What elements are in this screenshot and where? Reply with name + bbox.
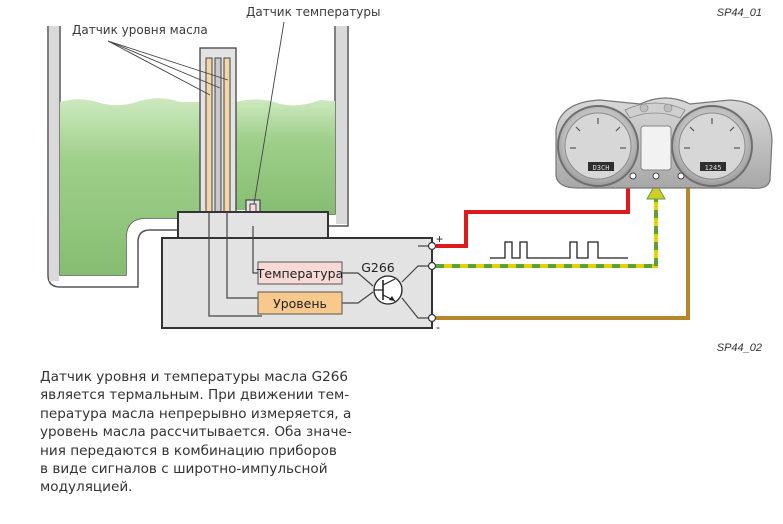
transistor-symbol-icon <box>373 275 403 305</box>
signal-arrow-icon <box>646 181 666 200</box>
ref-bottom: SP44_02 <box>717 342 762 354</box>
level-sensor-probe <box>199 47 237 221</box>
signal-wire <box>436 196 658 268</box>
caption-line: модуляцией. <box>40 479 133 496</box>
terminals <box>427 241 437 323</box>
caption-line: уровень масла рассчитывается. Оба значе- <box>40 424 352 441</box>
instrument-cluster-icon <box>555 97 773 189</box>
minus-wire <box>436 178 690 320</box>
level-box-label: Уровень <box>273 296 327 311</box>
caption-text: Датчик уровня и температуры масла G266 я… <box>40 368 380 497</box>
minus-terminal-label: - <box>436 320 440 334</box>
oil-level-callout-lines <box>107 40 229 96</box>
caption-line: в виде сигналов с широтно-импульсной <box>40 461 328 478</box>
temperature-callout-line <box>253 21 285 205</box>
temperature-box <box>257 261 343 285</box>
caption-line: ния передаются в комбинацию приборов <box>40 442 337 459</box>
caption-line: является термальным. При движении тем- <box>40 387 350 404</box>
cluster-display-right: 1245 <box>705 164 722 172</box>
cluster-display-left: D3CH <box>593 164 610 172</box>
ref-top: SP44_01 <box>717 7 762 19</box>
level-box <box>257 291 343 315</box>
caption-line: Датчик уровня и температуры масла G266 <box>40 369 349 385</box>
component-label: G266 <box>361 260 395 275</box>
caption-line: пература масла непрерывно измеряется, а <box>40 405 352 422</box>
pwm-signal-waveform <box>490 241 628 259</box>
oil-pan <box>47 26 349 288</box>
temperature-box-label: Температура <box>256 266 344 281</box>
temperature-sensor-label: Датчик температуры <box>246 5 380 19</box>
oil-level-sensor-label: Датчик уровня масла <box>72 23 208 37</box>
internal-wiring <box>208 212 430 319</box>
plus-wire <box>436 178 630 248</box>
oil-volume <box>60 98 200 275</box>
plus-terminal-label: + <box>436 232 443 246</box>
